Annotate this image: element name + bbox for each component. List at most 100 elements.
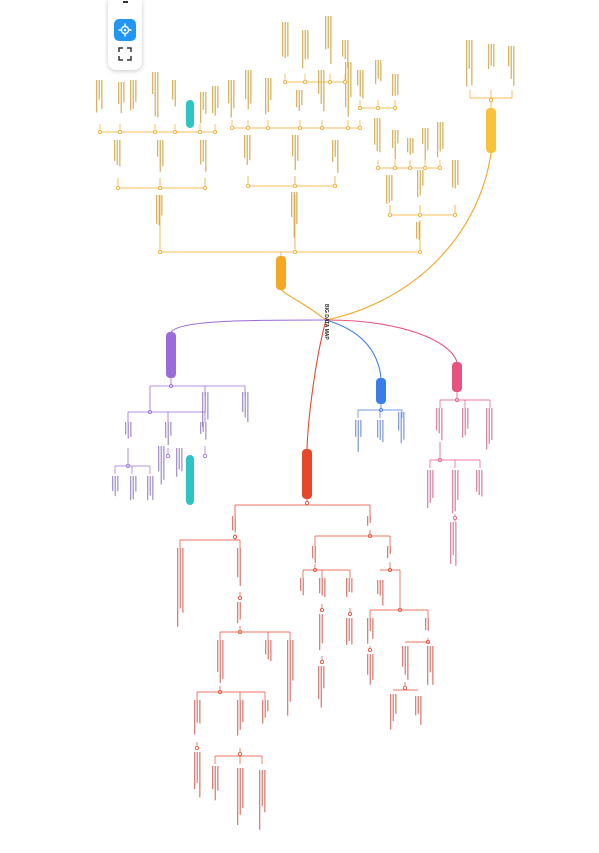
node-text-line bbox=[427, 618, 429, 631]
node-text-line bbox=[418, 222, 420, 240]
node-text-line bbox=[237, 700, 239, 736]
collapse-toggle-icon bbox=[452, 516, 457, 521]
collapse-toggle-icon bbox=[282, 80, 287, 85]
collapse-toggle-icon bbox=[197, 129, 202, 134]
node-text-line bbox=[386, 175, 388, 204]
node-text-line bbox=[454, 470, 456, 512]
branch-node-red[interactable] bbox=[302, 449, 312, 499]
collapse-toggle-icon bbox=[452, 212, 457, 217]
branch-node-purple[interactable] bbox=[166, 332, 176, 378]
node-text-line bbox=[471, 40, 473, 86]
collapse-toggle-icon bbox=[357, 106, 362, 111]
node-text-line bbox=[429, 646, 431, 673]
collapse-toggle-icon bbox=[157, 185, 162, 190]
node-text-line bbox=[114, 140, 116, 162]
node-text-line bbox=[239, 548, 241, 586]
node-text-line bbox=[481, 470, 483, 497]
node-text-line bbox=[178, 448, 180, 470]
node-text-line bbox=[149, 476, 151, 496]
node-text-line bbox=[345, 62, 347, 108]
node-text-line bbox=[362, 70, 364, 99]
accent-node-teal-a[interactable] bbox=[186, 100, 194, 128]
node-text-line bbox=[379, 420, 381, 440]
node-text-line bbox=[508, 46, 510, 67]
node-text-line bbox=[400, 412, 402, 444]
node-text-line bbox=[181, 448, 183, 472]
node-text-line bbox=[346, 578, 348, 597]
node-text-line bbox=[270, 640, 272, 662]
node-text-line bbox=[348, 578, 350, 592]
fit-screen-icon[interactable] bbox=[117, 46, 133, 62]
node-text-line bbox=[250, 70, 252, 104]
collapse-toggle-icon bbox=[202, 185, 207, 190]
branch-connector-blue bbox=[325, 319, 382, 379]
node-text-line bbox=[324, 578, 326, 597]
root-node[interactable]: BIG DATA MAP bbox=[323, 304, 329, 340]
collapse-toggle-icon bbox=[118, 129, 123, 134]
node-text-line bbox=[114, 476, 116, 497]
collapse-toggle-icon bbox=[347, 612, 352, 617]
node-text-line bbox=[377, 580, 379, 595]
node-text-line bbox=[304, 30, 306, 60]
node-text-line bbox=[182, 548, 184, 613]
node-text-line bbox=[204, 392, 206, 413]
collapse-toggle-icon bbox=[319, 126, 324, 131]
node-text-line bbox=[247, 392, 249, 423]
node-text-line bbox=[228, 80, 230, 104]
collapse-toggle-icon bbox=[422, 165, 427, 170]
node-text-line bbox=[214, 766, 216, 801]
node-text-line bbox=[233, 80, 235, 109]
node-text-line bbox=[347, 62, 349, 117]
node-text-line bbox=[239, 602, 241, 620]
branch-node-blue[interactable] bbox=[376, 378, 386, 404]
node-text-line bbox=[441, 408, 443, 441]
node-text-line bbox=[427, 646, 429, 685]
node-text-line bbox=[96, 80, 98, 113]
collapse-toggle-icon bbox=[319, 660, 324, 665]
node-text-line bbox=[147, 476, 149, 501]
node-text-line bbox=[402, 646, 404, 667]
node-text-line bbox=[135, 476, 137, 492]
node-text-line bbox=[369, 654, 371, 685]
collapse-toggle-icon bbox=[402, 686, 407, 691]
node-text-line bbox=[237, 768, 239, 825]
node-text-line bbox=[452, 522, 454, 555]
node-text-line bbox=[513, 46, 515, 86]
node-text-line bbox=[298, 90, 300, 111]
accent-node-teal-b[interactable] bbox=[186, 455, 194, 505]
node-text-line bbox=[152, 72, 154, 94]
node-text-line bbox=[427, 470, 429, 508]
node-text-line bbox=[291, 192, 293, 218]
branch-node-orange-main[interactable] bbox=[276, 256, 286, 290]
node-text-line bbox=[337, 140, 339, 173]
node-text-line bbox=[342, 40, 344, 57]
node-text-line bbox=[212, 766, 214, 790]
node-text-line bbox=[457, 160, 459, 186]
branch-connector-orange-top bbox=[325, 152, 492, 321]
minus-icon[interactable] bbox=[123, 1, 128, 3]
node-text-line bbox=[415, 696, 417, 716]
node-text-line bbox=[237, 548, 239, 578]
node-text-line bbox=[467, 408, 469, 429]
node-text-line bbox=[265, 640, 267, 655]
collapse-toggle-icon bbox=[297, 126, 302, 131]
node-text-line bbox=[165, 422, 167, 438]
node-text-line bbox=[357, 420, 359, 452]
map-toolbar bbox=[108, 0, 142, 70]
branch-node-pink[interactable] bbox=[452, 362, 462, 392]
collapse-toggle-icon bbox=[165, 453, 170, 458]
branch-node-orange-top[interactable] bbox=[486, 108, 496, 153]
node-text-line bbox=[432, 470, 434, 499]
collapse-toggle-icon bbox=[245, 126, 250, 131]
node-text-line bbox=[212, 86, 214, 114]
node-text-line bbox=[318, 666, 320, 700]
node-text-line bbox=[422, 170, 424, 186]
node-text-line bbox=[452, 160, 454, 188]
node-text-line bbox=[355, 420, 357, 437]
collapse-toggle-icon bbox=[332, 183, 337, 188]
node-text-line bbox=[323, 70, 325, 112]
node-text-line bbox=[196, 752, 198, 783]
node-text-line bbox=[247, 70, 249, 110]
crosshair-icon[interactable] bbox=[114, 19, 136, 41]
